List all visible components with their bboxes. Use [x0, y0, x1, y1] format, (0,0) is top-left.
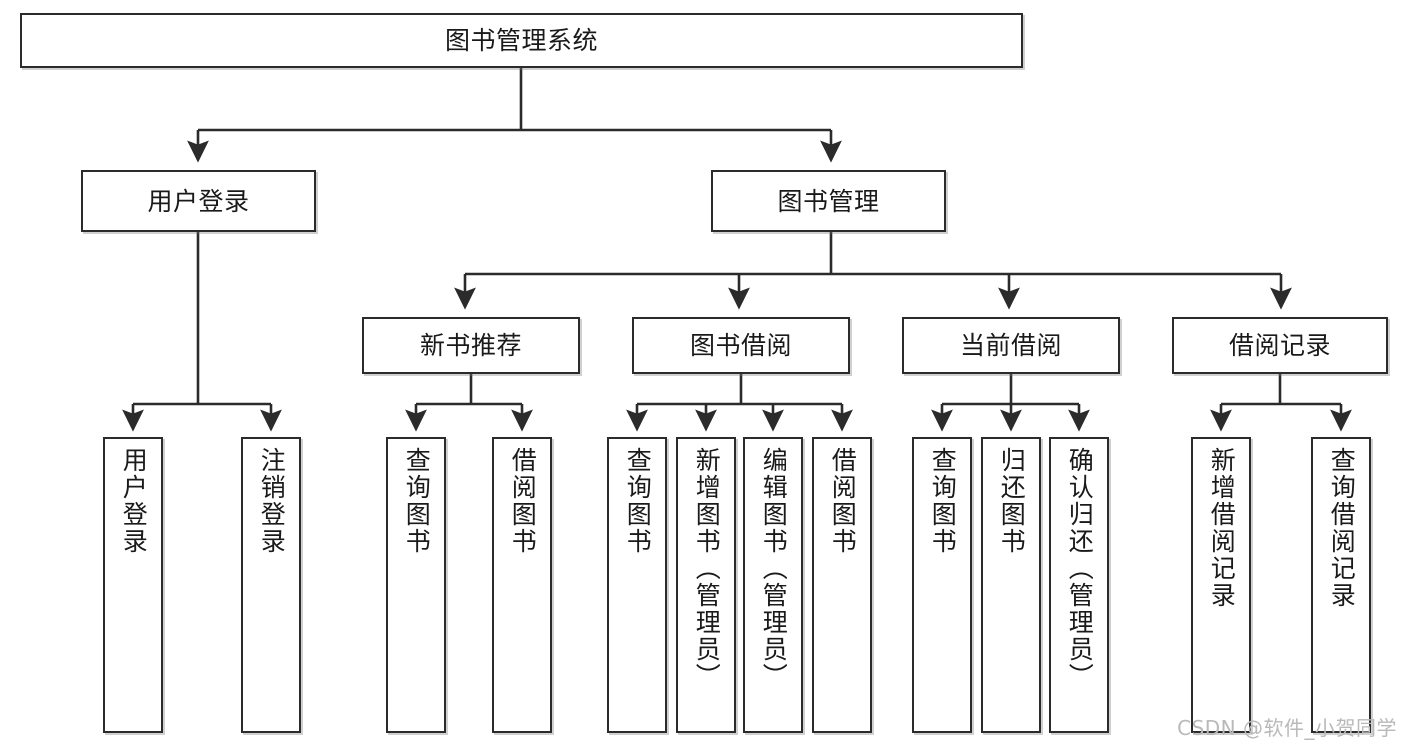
node-label: 借阅记录 [1228, 331, 1331, 360]
node-label: 注销登录 [257, 447, 287, 555]
node-label: 查询图书 [928, 447, 958, 555]
node-leaf-query-book-2[interactable]: 查询图书 [607, 437, 667, 733]
node-book-borrow[interactable]: 图书借阅 [632, 317, 850, 374]
node-leaf-query-record[interactable]: 查询借阅记录 [1311, 437, 1371, 733]
node-label: 图书借阅 [689, 331, 792, 360]
node-label: 用户登录 [147, 186, 250, 216]
node-user-login[interactable]: 用户登录 [81, 170, 316, 232]
csdn-watermark: CSDN @软件_小贺同学 [1177, 716, 1397, 740]
node-leaf-confirm-return[interactable]: 确认归还（管理员） [1049, 437, 1109, 733]
node-label: 用户登录 [119, 447, 149, 555]
node-book-manage[interactable]: 图书管理 [711, 170, 946, 232]
node-label: 归还图书 [997, 447, 1027, 555]
node-leaf-add-record[interactable]: 新增借阅记录 [1191, 437, 1251, 733]
node-leaf-edit-book[interactable]: 编辑图书（管理员） [743, 437, 803, 733]
node-label: 查询图书 [402, 447, 432, 555]
node-leaf-return-book[interactable]: 归还图书 [981, 437, 1041, 733]
node-root-system[interactable]: 图书管理系统 [20, 13, 1023, 68]
node-new-book-rec[interactable]: 新书推荐 [362, 317, 580, 374]
node-label: 编辑图书（管理员） [759, 447, 789, 690]
node-leaf-borrow-book-1[interactable]: 借阅图书 [492, 437, 552, 733]
node-label: 新书推荐 [419, 331, 522, 360]
node-leaf-borrow-book-2[interactable]: 借阅图书 [812, 437, 872, 733]
node-label: 查询图书 [623, 447, 653, 555]
node-label: 借阅图书 [508, 447, 538, 555]
node-label: 查询借阅记录 [1327, 447, 1357, 609]
node-leaf-add-book[interactable]: 新增图书（管理员） [676, 437, 736, 733]
node-label: 图书管理 [777, 186, 880, 216]
node-current-borrow[interactable]: 当前借阅 [902, 317, 1120, 374]
node-label: 新增借阅记录 [1207, 447, 1237, 609]
node-label: 确认归还（管理员） [1065, 447, 1095, 690]
node-label: 新增图书（管理员） [692, 447, 722, 690]
node-label: 借阅图书 [828, 447, 858, 555]
node-leaf-user-logout[interactable]: 注销登录 [241, 437, 301, 733]
node-borrow-record[interactable]: 借阅记录 [1172, 317, 1388, 374]
node-leaf-query-book-1[interactable]: 查询图书 [386, 437, 446, 733]
node-label: 当前借阅 [959, 331, 1062, 360]
node-leaf-user-login[interactable]: 用户登录 [103, 437, 163, 733]
node-leaf-query-book-3[interactable]: 查询图书 [912, 437, 972, 733]
node-label: 图书管理系统 [444, 26, 598, 55]
